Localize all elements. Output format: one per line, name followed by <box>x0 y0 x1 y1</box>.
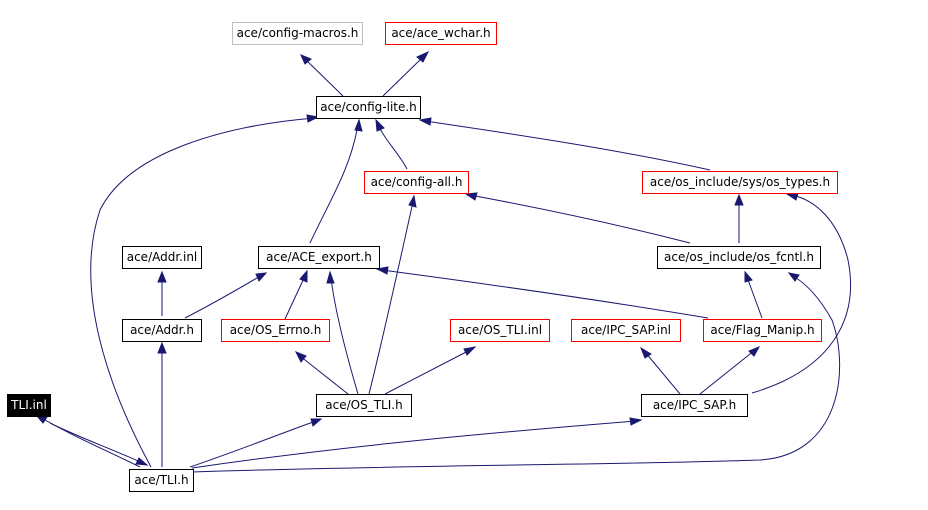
node-tli-inl-current[interactable]: TLI.inl <box>7 394 51 417</box>
edge-os-fcntl-to-config-all <box>469 194 691 244</box>
node-os-fcntl[interactable]: ace/os_include/os_fcntl.h <box>657 246 821 269</box>
edge-config-lite-to-ace-wchar <box>382 55 425 97</box>
node-config-all[interactable]: ace/config-all.h <box>364 171 469 194</box>
node-os-tli-h[interactable]: ace/OS_TLI.h <box>316 394 412 417</box>
node-os-tli-inl[interactable]: ace/OS_TLI.inl <box>450 319 550 342</box>
node-addr-h[interactable]: ace/Addr.h <box>122 319 202 342</box>
edge-arrowhead <box>416 50 430 63</box>
edge-os-tli-h-to-os-tli-inl <box>384 349 471 395</box>
edge-os-tli-h-to-os-errno <box>299 355 349 395</box>
edge-arrowhead <box>787 272 800 282</box>
edge-os-types-to-config-lite <box>424 120 711 171</box>
edge-arrowhead <box>785 192 799 201</box>
edge-ipc-sap-h-to-ipc-sap-inl <box>644 351 681 395</box>
node-addr-inl[interactable]: ace/Addr.inl <box>122 246 202 269</box>
edge-arrowhead <box>375 118 385 132</box>
edge-ipc-sap-h-to-os-types <box>751 194 852 394</box>
node-ipc-sap-inl[interactable]: ace/IPC_SAP.inl <box>571 319 681 342</box>
node-ipc-sap-h[interactable]: ace/IPC_SAP.h <box>641 394 748 417</box>
edge-arrowhead <box>310 418 323 427</box>
node-tli-h[interactable]: ace/TLI.h <box>129 469 194 492</box>
edge-arrowhead <box>418 117 432 126</box>
edge-arrowhead <box>744 270 753 283</box>
edge-os-errno-to-ace-export <box>284 275 306 320</box>
edge-tli-h-to-os-fcntl <box>191 275 841 473</box>
edge-arrowhead <box>639 346 652 359</box>
edge-arrowhead <box>354 118 363 132</box>
node-flag-manip[interactable]: ace/Flag_Manip.h <box>703 319 822 342</box>
edge-arrowhead <box>306 114 320 123</box>
edge-tli-h-to-ipc-sap-h <box>191 420 637 469</box>
node-os-errno[interactable]: ace/OS_Errno.h <box>221 319 330 342</box>
node-os-types[interactable]: ace/os_include/sys/os_types.h <box>642 171 838 194</box>
node-ace-wchar[interactable]: ace/ace_wchar.h <box>385 22 497 45</box>
edge-tli-h-to-tli-inl <box>49 422 148 466</box>
edge-arrowhead <box>408 194 417 208</box>
edge-tli-h-to-os-tli-h <box>189 420 317 468</box>
edge-tli-h-to-config-lite <box>90 117 316 468</box>
edge-arrowhead <box>135 457 149 466</box>
edge-arrowhead <box>734 193 744 206</box>
edge-ipc-sap-h-to-flag-manip <box>699 349 756 395</box>
edge-arrowhead <box>300 54 312 65</box>
edge-arrowhead <box>294 351 307 363</box>
edge-arrowhead <box>464 192 478 201</box>
edge-addr-h-to-ace-export <box>184 274 263 319</box>
node-config-lite[interactable]: ace/config-lite.h <box>316 96 421 119</box>
node-config-macros[interactable]: ace/config-macros.h <box>232 22 363 45</box>
edge-arrowhead <box>463 346 477 356</box>
edge-os-tli-h-to-config-all <box>368 201 414 395</box>
edge-arrowhead <box>157 341 167 354</box>
edge-config-all-to-config-lite <box>377 124 408 170</box>
edge-os-tli-h-to-ace-export <box>330 277 359 395</box>
edge-flag-manip-to-ace-export <box>381 269 709 319</box>
edge-arrowhead <box>326 270 335 284</box>
edge-config-lite-to-config-macros <box>303 57 344 97</box>
edge-arrowhead <box>629 417 643 426</box>
edge-flag-manip-to-os-fcntl <box>746 276 763 319</box>
edge-arrowhead <box>748 346 761 357</box>
node-ace-export[interactable]: ace/ACE_export.h <box>258 246 380 269</box>
edge-arrowhead <box>299 269 308 283</box>
edge-ace-export-to-config-lite <box>309 124 359 244</box>
edge-tli-inl-to-tli-h <box>39 416 141 468</box>
edge-arrowhead <box>35 415 48 424</box>
edge-arrowhead <box>255 272 268 282</box>
edge-arrowhead <box>157 270 167 283</box>
